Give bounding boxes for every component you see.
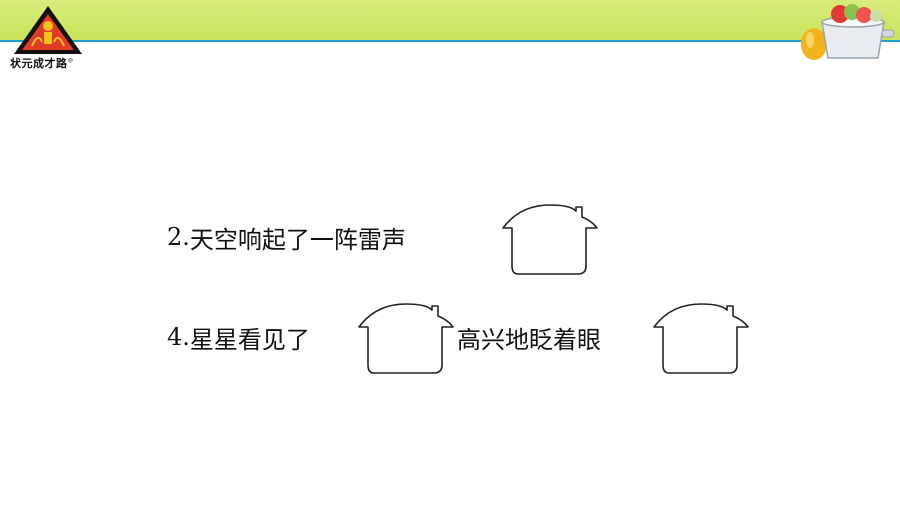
exercise-item-4-continued: 高兴地眨着眼: [457, 317, 601, 357]
blank-house-box[interactable]: [651, 302, 751, 375]
logo-icon: [14, 6, 82, 54]
blank-house-box[interactable]: [356, 302, 456, 375]
house-outline-icon: [358, 303, 454, 374]
item-number: 4.: [167, 323, 190, 351]
item-text-after: 高兴地眨着眼: [457, 325, 601, 354]
vegetable-basket-icon: [801, 4, 895, 60]
exercise-item-2: 2.天空响起了一阵雷声: [167, 217, 406, 257]
house-outline-icon: [653, 303, 749, 374]
item-text-before: 星星看见了: [189, 325, 310, 354]
header-divider: [0, 40, 900, 42]
exercise-item-4: 4.星星看见了: [167, 317, 310, 357]
item-number: 2.: [167, 223, 190, 251]
blank-house-box[interactable]: [500, 203, 600, 276]
header-bar: [0, 0, 900, 40]
house-outline-icon: [502, 204, 598, 275]
brand-name: 状元成才路®: [10, 57, 74, 70]
item-text: 天空响起了一阵雷声: [189, 225, 406, 254]
